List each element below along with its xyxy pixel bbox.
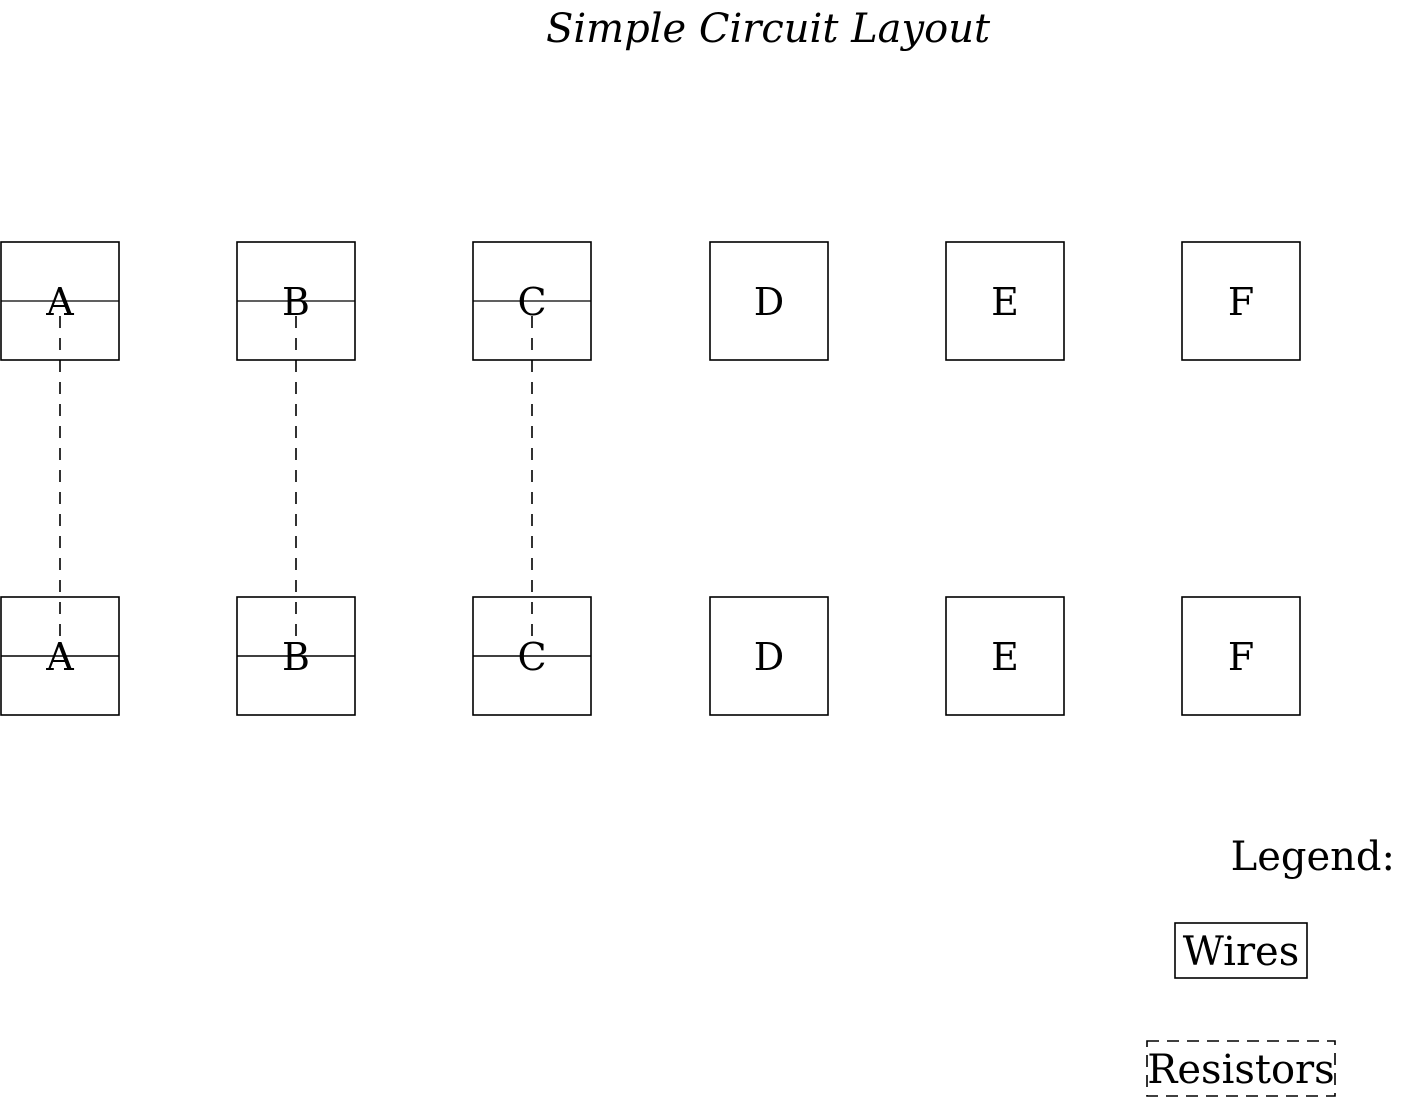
node-top-e: E bbox=[945, 241, 1065, 361]
node-label: B bbox=[282, 635, 310, 679]
legend-title: Legend: bbox=[1231, 834, 1395, 880]
legend-item-wires: Wires bbox=[1174, 922, 1308, 979]
node-bottom-e: E bbox=[945, 596, 1065, 716]
top-row: A B C D E F bbox=[0, 241, 1301, 361]
legend-item-label: Wires bbox=[1183, 929, 1300, 975]
node-label: A bbox=[45, 635, 74, 679]
node-bottom-a: A bbox=[0, 596, 120, 716]
legend: Legend: Wires Resistors bbox=[1146, 834, 1395, 1097]
node-label: E bbox=[991, 280, 1019, 324]
node-bottom-d: D bbox=[709, 596, 829, 716]
node-label: E bbox=[991, 635, 1019, 679]
node-bottom-c: C bbox=[472, 596, 592, 716]
bottom-row: A B C D E F bbox=[0, 596, 1301, 716]
node-label: C bbox=[517, 280, 546, 324]
node-top-a: A bbox=[0, 241, 120, 361]
node-label: B bbox=[282, 280, 310, 324]
connections bbox=[59, 316, 533, 643]
legend-item-resistors: Resistors bbox=[1146, 1040, 1336, 1097]
node-label: A bbox=[45, 280, 74, 324]
node-label: D bbox=[754, 635, 784, 679]
node-top-d: D bbox=[709, 241, 829, 361]
node-label: F bbox=[1228, 280, 1254, 324]
node-top-c: C bbox=[472, 241, 592, 361]
node-top-f: F bbox=[1181, 241, 1301, 361]
legend-item-label: Resistors bbox=[1147, 1047, 1334, 1093]
node-top-b: B bbox=[236, 241, 356, 361]
diagram-title: Simple Circuit Layout bbox=[546, 6, 991, 52]
node-bottom-f: F bbox=[1181, 596, 1301, 716]
node-bottom-b: B bbox=[236, 596, 356, 716]
legend-swatch-solid bbox=[1174, 922, 1308, 979]
node-label: C bbox=[517, 635, 546, 679]
node-label: F bbox=[1228, 635, 1254, 679]
node-label: D bbox=[754, 280, 784, 324]
